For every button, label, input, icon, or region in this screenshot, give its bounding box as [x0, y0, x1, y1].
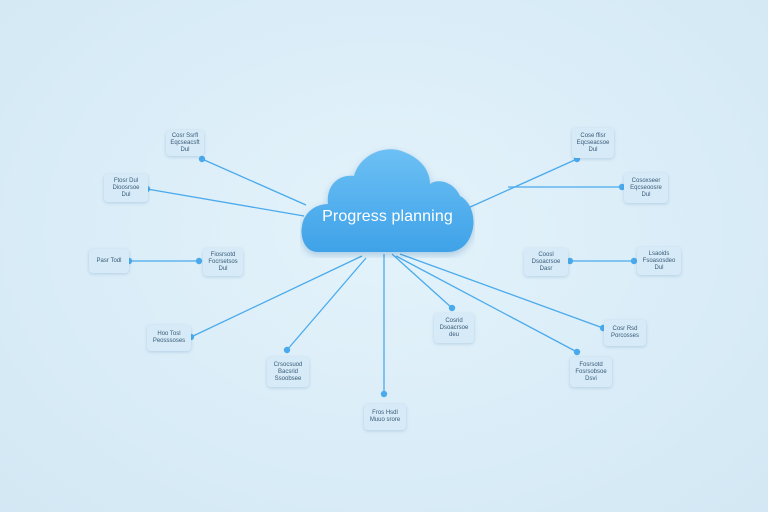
connector-line	[399, 253, 604, 329]
topic-node-6[interactable]: Crsocsuod Bacsrid Ssoobsee	[267, 357, 309, 387]
connector-dot	[566, 257, 574, 265]
connector-dot	[630, 257, 638, 265]
topic-node-1[interactable]: Cosr Ssrfl Eqcseacsft Dul	[166, 130, 204, 156]
topic-node-12[interactable]: Lsaoids Fsoasosdeo Dul	[637, 247, 681, 275]
connector-dot	[573, 348, 581, 356]
topic-node-14[interactable]: Cose ffisr Eqcseacsoe Dul	[572, 128, 614, 158]
connector-line	[146, 188, 305, 217]
topic-node-3[interactable]: Pasr Todl	[89, 249, 129, 273]
connector-dot	[198, 155, 206, 163]
connector-line	[391, 253, 453, 309]
topic-node-7[interactable]: Fros Hsdl Muuo srore	[364, 404, 406, 430]
connector-dot	[448, 304, 456, 312]
topic-node-8[interactable]: Cosrid Dsoacrsoe deu	[434, 313, 474, 343]
connector-line	[467, 158, 578, 209]
topic-node-10[interactable]: Cosr Rsd Porcosses	[604, 320, 646, 346]
central-topic-cloud[interactable]: Progress planning	[300, 140, 475, 258]
topic-node-2[interactable]: Ftosr Dul Dioosrsoe Dul	[104, 174, 148, 202]
connector-line	[201, 158, 307, 206]
central-topic-label: Progress planning	[322, 208, 453, 225]
topic-node-13[interactable]: Cosoxseer Eqcseoosre Dul	[624, 173, 668, 203]
connector-dot	[618, 183, 626, 191]
cloud-shape	[301, 149, 474, 252]
topic-node-5[interactable]: Hoo Tosl Peosssoses	[147, 325, 191, 351]
connector-line	[395, 255, 578, 353]
topic-node-9[interactable]: Fosrsotd Fosrsobsoe Dsvi	[570, 357, 612, 387]
connector-line	[286, 257, 367, 351]
topic-node-11[interactable]: Coosl Dsoacrsoe Dasr	[524, 248, 568, 276]
connector-dot	[380, 390, 388, 398]
connector-dot	[283, 346, 291, 354]
connector-line	[190, 255, 363, 338]
topic-node-4[interactable]: Fiosrsotd Focrsetsos Dul	[203, 248, 243, 276]
connector-dot	[195, 257, 203, 265]
